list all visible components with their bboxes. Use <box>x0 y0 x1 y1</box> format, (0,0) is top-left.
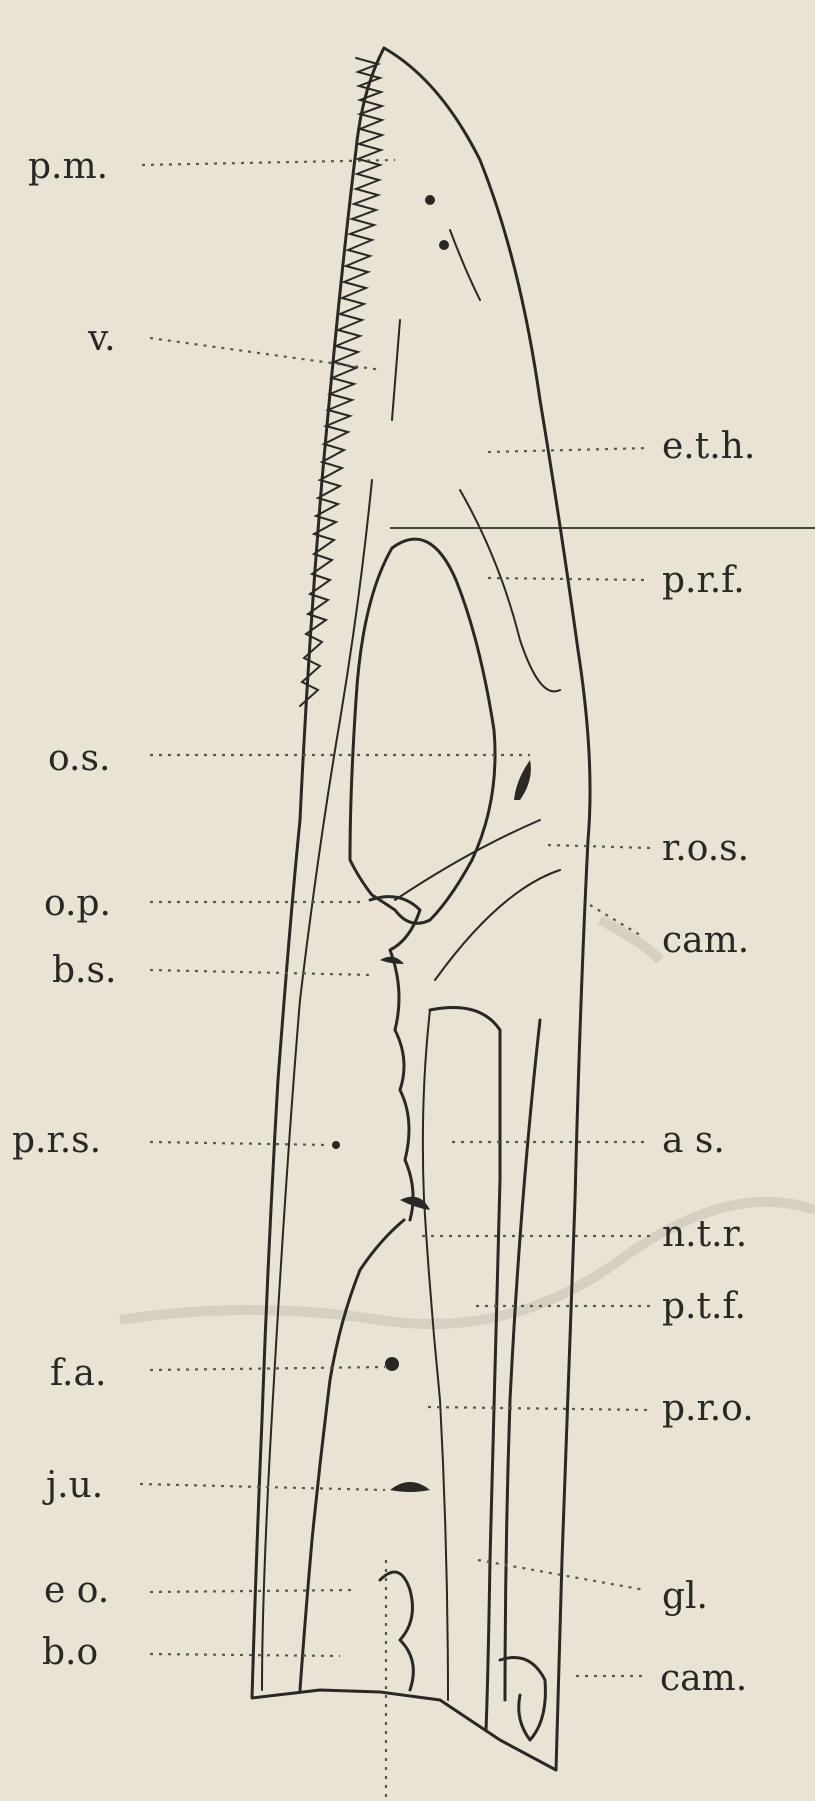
cross-line <box>435 870 560 980</box>
label-gl: gl. <box>662 1576 708 1617</box>
label-ntr: n.t.r. <box>662 1214 747 1255</box>
label-pm: p.m. <box>28 146 108 187</box>
label-prs: p.r.s. <box>12 1120 101 1161</box>
label-cam-lower: cam. <box>660 1658 747 1699</box>
cross-line-2 <box>395 820 540 900</box>
foramen-mark <box>385 1357 399 1371</box>
label-cam-upper: cam. <box>662 920 749 961</box>
label-os: o.s. <box>48 738 110 779</box>
paper-crack <box>600 920 660 960</box>
right-labels: e.t.h. p.r.f. r.o.s. cam. a s. n.t.r. p.… <box>422 426 755 1699</box>
ridge-mark <box>400 1197 430 1210</box>
label-v: v. <box>87 318 116 359</box>
label-prf: p.r.f. <box>662 560 745 601</box>
squamosal-line <box>423 1010 448 1700</box>
foramen-mark <box>425 195 435 205</box>
label-as: a s. <box>662 1120 725 1161</box>
nasal-line-2 <box>392 320 400 420</box>
foramen-mark <box>439 240 449 250</box>
lower-opening-left <box>300 1220 404 1690</box>
nasal-line <box>450 230 480 300</box>
label-eo: e o. <box>44 1570 109 1611</box>
label-ju: j.u. <box>42 1465 103 1506</box>
label-op: o.p. <box>44 883 111 924</box>
ridge-mark <box>390 1482 430 1492</box>
camera-lower <box>500 1658 545 1741</box>
label-ros: r.o.s. <box>662 828 749 869</box>
basisphenoid <box>370 897 420 1220</box>
ridge-mark <box>380 957 404 964</box>
foramen-mark <box>332 1141 340 1149</box>
label-ptf: p.t.f. <box>662 1286 746 1327</box>
pterygoid-column <box>430 1008 500 1731</box>
label-bs: b.s. <box>52 950 116 991</box>
label-pro: p.r.o. <box>662 1388 754 1429</box>
ridge-mark <box>514 760 531 800</box>
prefrontal-line <box>460 490 560 691</box>
orbit-fenestra <box>350 539 495 923</box>
label-fa: f.a. <box>50 1353 106 1394</box>
quadrate-column <box>505 1020 540 1700</box>
label-eth: e.t.h. <box>662 426 755 467</box>
label-bo: b.o <box>42 1632 98 1673</box>
